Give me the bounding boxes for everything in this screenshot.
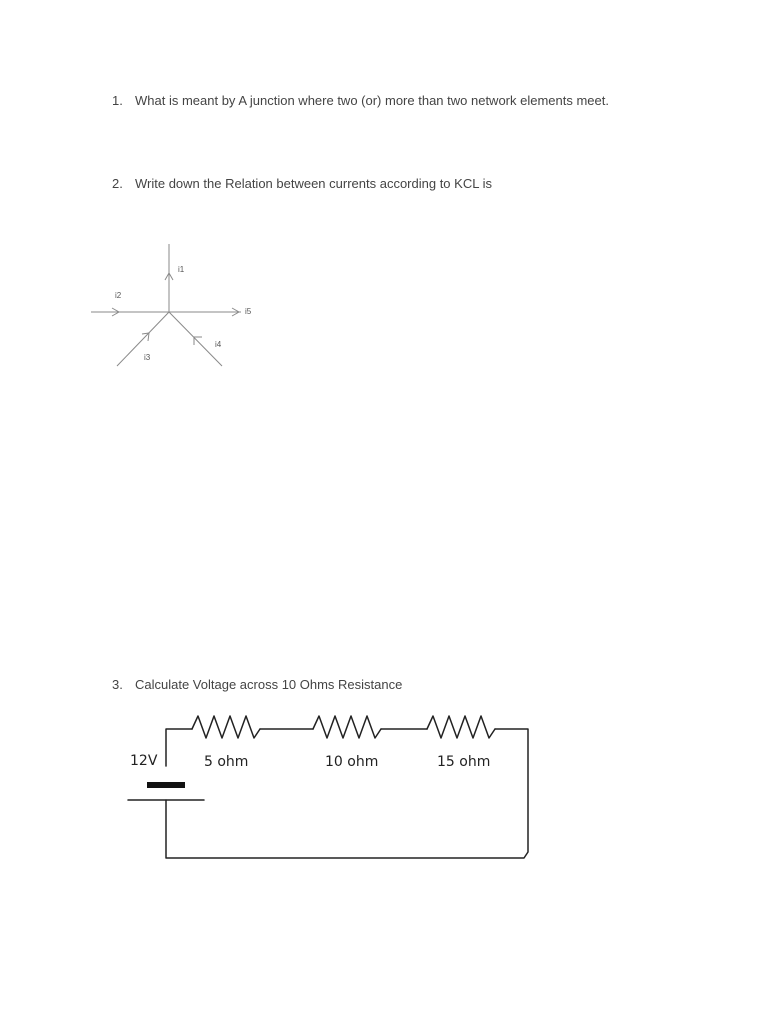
arrow-i1 bbox=[164, 271, 174, 281]
resistor-5-ohm bbox=[191, 715, 261, 739]
arrow-i3 bbox=[141, 332, 150, 342]
question-number: 2. bbox=[112, 176, 123, 191]
branch-i4 bbox=[168, 311, 223, 367]
resistor-label-2: 10 ohm bbox=[325, 754, 378, 770]
wire-return bbox=[165, 728, 529, 859]
question-number: 1. bbox=[112, 93, 123, 108]
kcl-junction-diagram: i1 i2 i3 i4 i5 bbox=[86, 240, 266, 380]
question-1: 1. What is meant by A junction where two … bbox=[112, 93, 609, 109]
label-i4: i4 bbox=[215, 340, 222, 349]
arrow-i4 bbox=[193, 336, 202, 345]
question-number: 3. bbox=[112, 677, 123, 692]
resistor-label-3: 15 ohm bbox=[437, 754, 490, 770]
label-i3: i3 bbox=[144, 353, 151, 362]
battery-label: 12V bbox=[130, 753, 158, 769]
series-circuit-svg: 12V 5 ohm 10 ohm 15 ohm bbox=[127, 715, 529, 859]
question-3: 3. Calculate Voltage across 10 Ohms Resis… bbox=[112, 677, 402, 693]
wire-left-top bbox=[165, 728, 193, 767]
question-text: Write down the Relation between currents… bbox=[135, 176, 492, 191]
resistor-label-1: 5 ohm bbox=[204, 754, 248, 770]
label-i5: i5 bbox=[245, 307, 252, 316]
label-i2: i2 bbox=[115, 291, 122, 300]
resistor-15-ohm bbox=[426, 715, 496, 739]
arrow-i5 bbox=[231, 307, 241, 317]
label-i1: i1 bbox=[178, 265, 185, 274]
series-circuit-diagram: 12V 5 ohm 10 ohm 15 ohm bbox=[120, 708, 540, 873]
arrow-i2 bbox=[111, 307, 121, 317]
branch-i3 bbox=[116, 311, 170, 367]
question-text: Calculate Voltage across 10 Ohms Resista… bbox=[135, 677, 403, 692]
battery-short-plate bbox=[147, 782, 185, 788]
resistor-10-ohm bbox=[312, 715, 382, 739]
kcl-junction-svg: i1 i2 i3 i4 i5 bbox=[91, 244, 252, 367]
question-2: 2. Write down the Relation between curren… bbox=[112, 176, 492, 192]
question-text: What is meant by A junction where two (o… bbox=[135, 93, 609, 108]
